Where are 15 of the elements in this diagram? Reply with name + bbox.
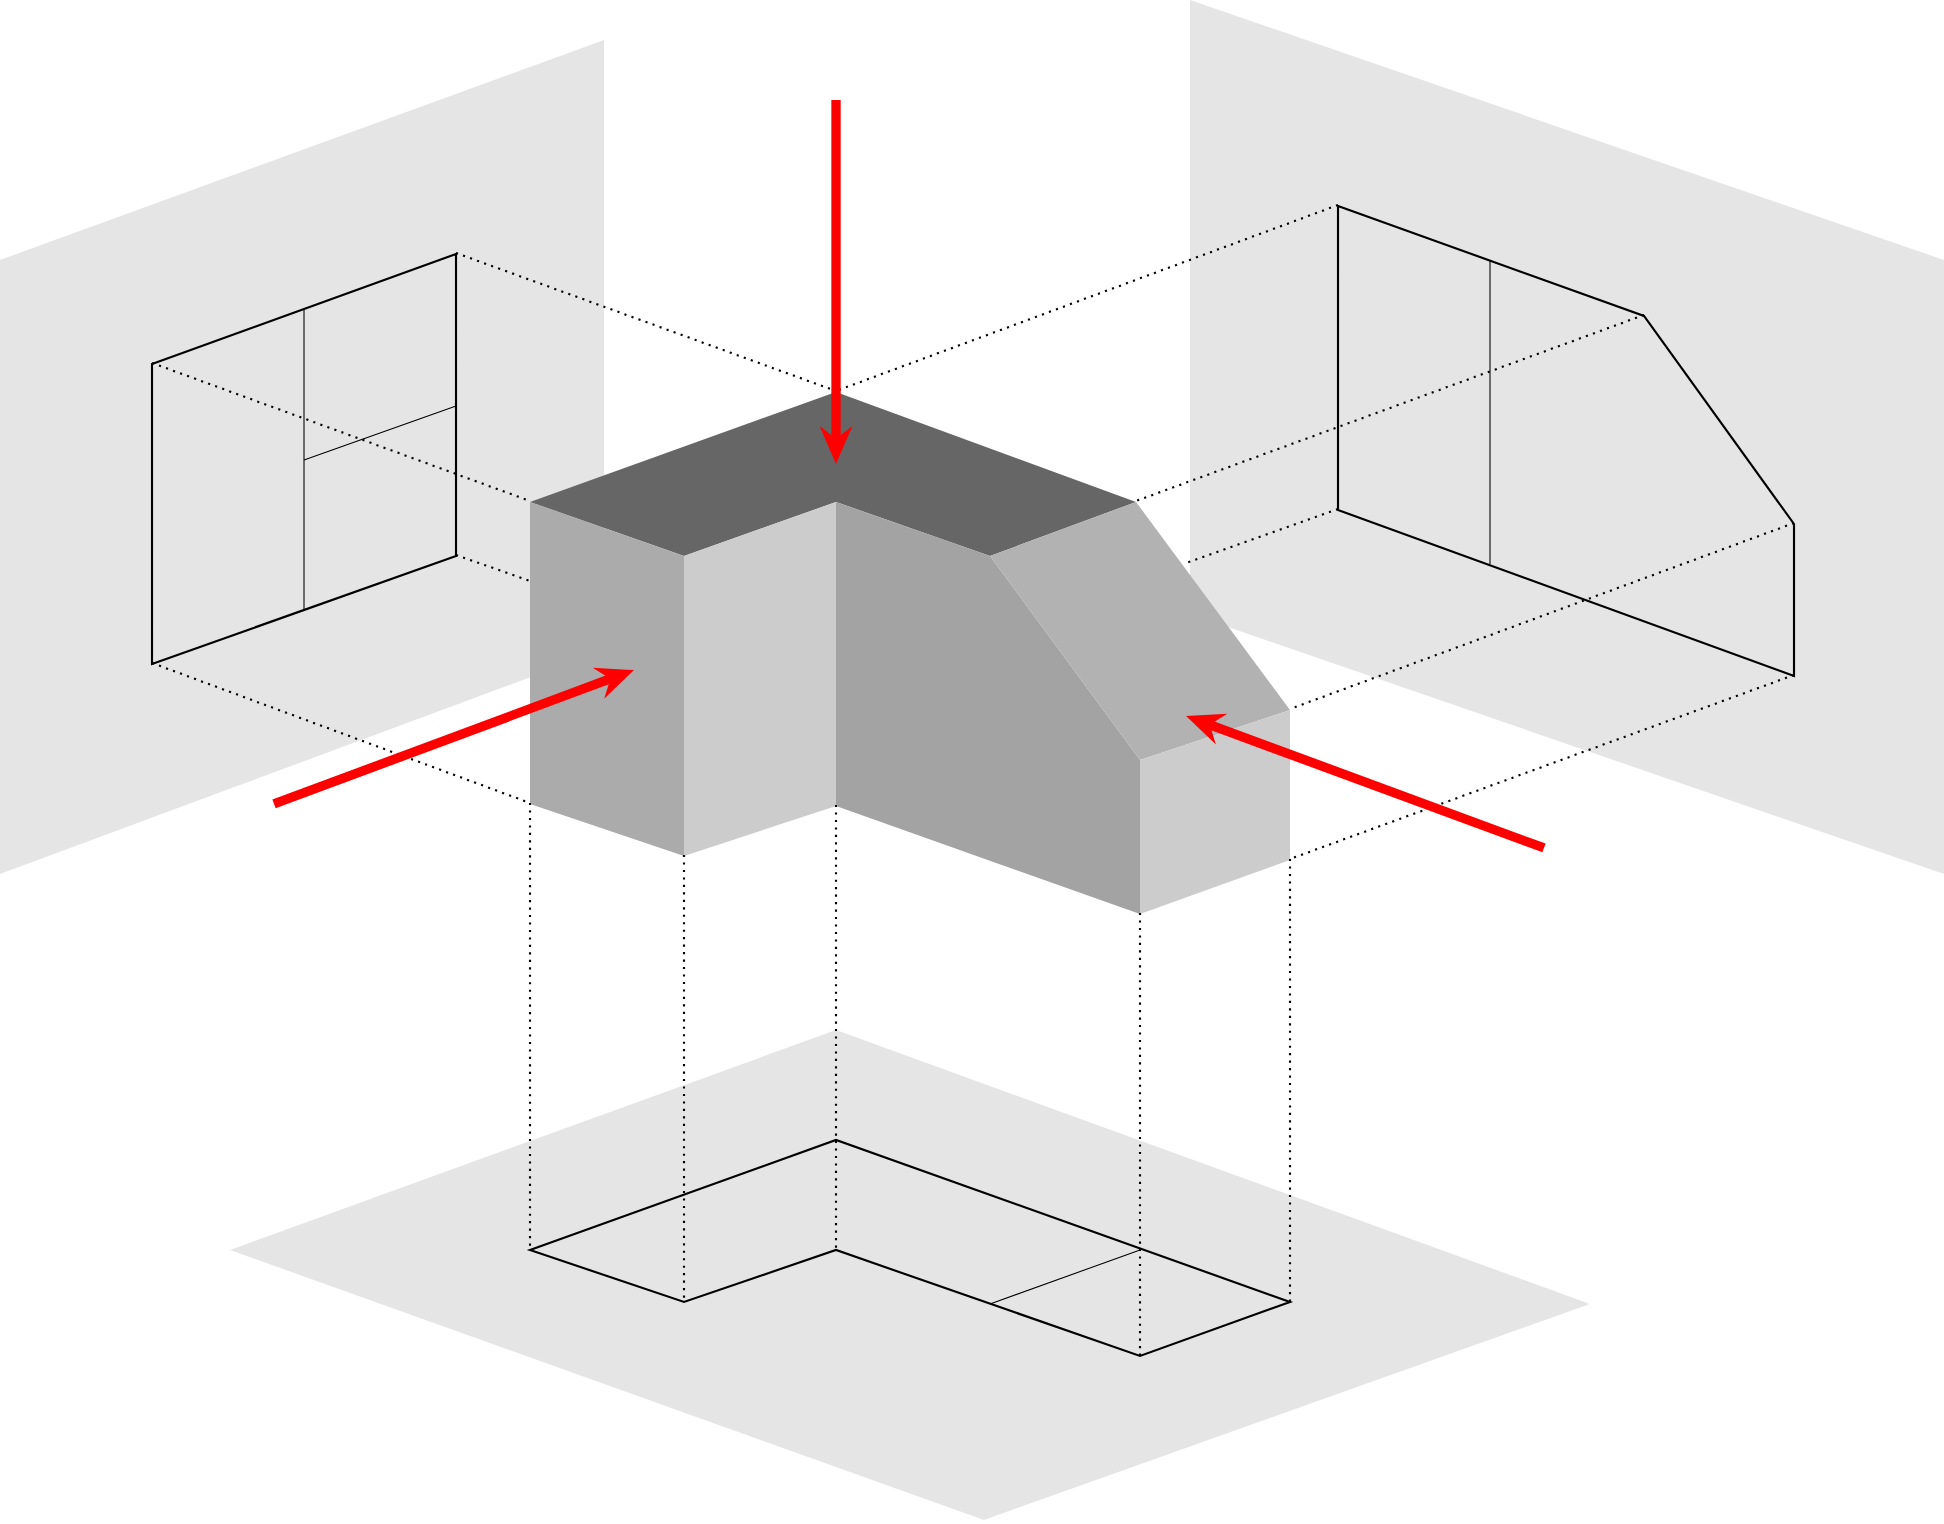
solid-object-drawing <box>530 392 1290 914</box>
projection-line <box>151 362 531 502</box>
projection-line <box>1138 913 1142 1356</box>
projection-line <box>682 855 686 1302</box>
projection-line <box>1185 508 1339 564</box>
projection-line <box>1135 314 1645 502</box>
projection-line <box>1289 522 1795 710</box>
side-view-drawing <box>150 252 458 666</box>
projection-line <box>1289 673 1795 860</box>
projection-line <box>455 553 531 582</box>
projection-line <box>1288 859 1292 1302</box>
projection-line <box>834 805 838 1250</box>
projection-line <box>528 803 532 1250</box>
projection-line <box>151 662 531 804</box>
side-view-drawing <box>1336 204 1796 678</box>
